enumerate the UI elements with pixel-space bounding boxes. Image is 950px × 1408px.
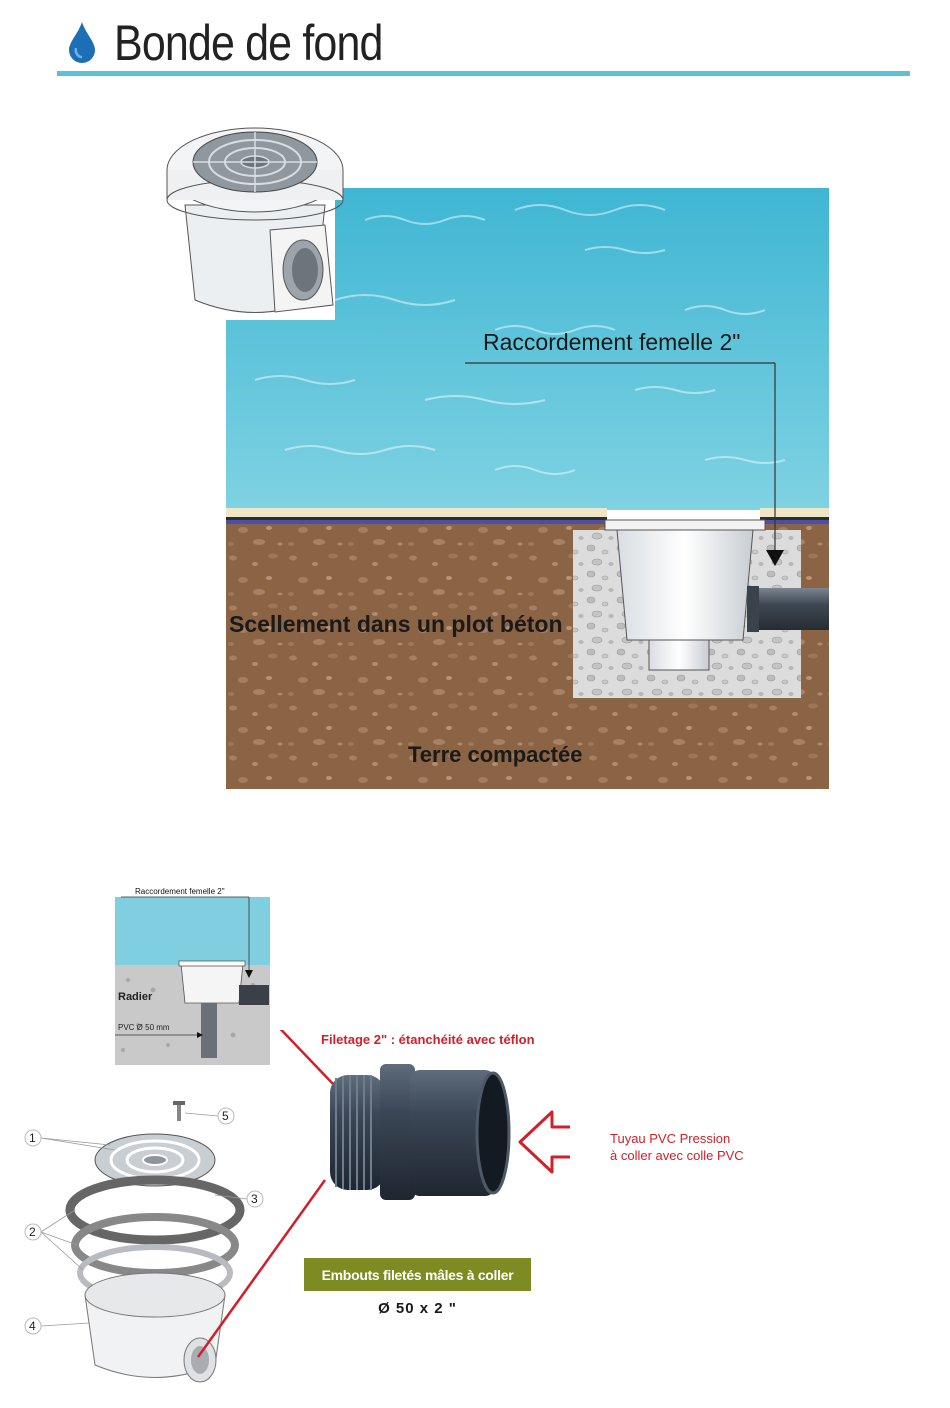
title-divider — [57, 71, 910, 76]
callout-1: 1 — [29, 1131, 36, 1145]
size-label: Ø 50 x 2 " — [304, 1300, 531, 1317]
soil-label: Terre compactée — [408, 742, 582, 767]
pipe-note-line1: Tuyau PVC Pression — [610, 1131, 730, 1146]
water-drop-icon — [66, 20, 98, 64]
thread-sealing-note: Filetage 2" : étanchéité avec téflon — [321, 1032, 535, 1047]
small-connection-label: Raccordement femelle 2" — [135, 887, 225, 896]
floor-label: Radier — [118, 991, 153, 1003]
callout-4: 4 — [29, 1319, 36, 1333]
pipe-note-line2: à coller avec colle PVC — [610, 1148, 744, 1163]
callout-2: 2 — [29, 1225, 36, 1239]
sealing-label: Scellement dans un plot béton — [229, 611, 563, 637]
connection-label: Raccordement femelle 2" — [483, 329, 740, 355]
pipe-size-label: PVC Ø 50 mm — [118, 1023, 170, 1032]
threaded-fitting-drawing — [190, 1030, 570, 1390]
installation-diagram: Raccordement femelle 2" Scellement dans … — [165, 100, 835, 795]
page-title: Bonde de fond — [114, 14, 383, 72]
product-badge: Embouts filetés mâles à coller — [304, 1258, 531, 1291]
